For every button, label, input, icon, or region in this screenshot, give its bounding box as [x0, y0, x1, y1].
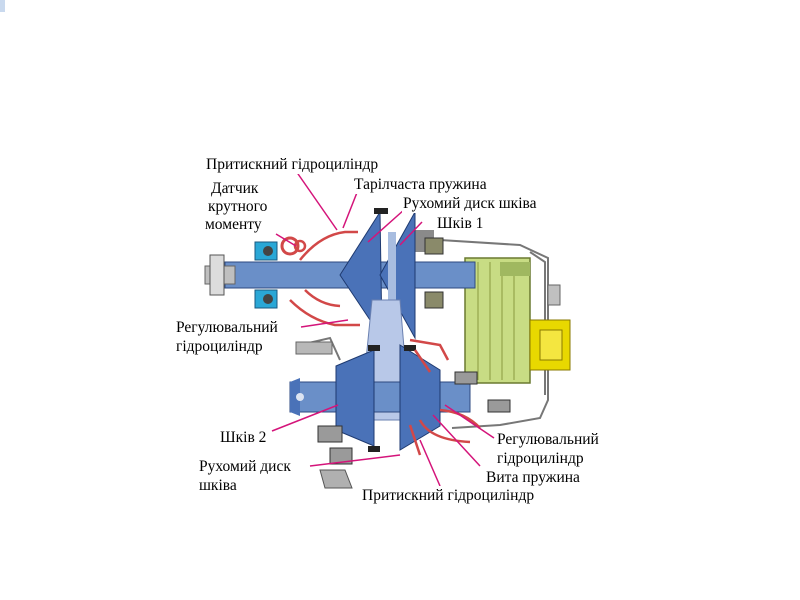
label-adj-cyl-right-line-1: Регулювальний — [497, 431, 599, 448]
label-pulley-2: Шків 2 — [219, 428, 268, 447]
hydraulic-lines — [289, 230, 481, 456]
leader-movable-disc-bottom — [309, 454, 401, 467]
label-disc-spring: Тарілчаста пружина — [353, 175, 488, 194]
leader-press-cyl-top — [295, 170, 338, 231]
leader-adj-cyl-right — [444, 404, 495, 439]
gearbox-block — [464, 257, 531, 384]
leader-movable-disc-top — [367, 208, 406, 243]
leader-torque-sensor — [275, 233, 297, 247]
label-torque-sensor-line-1: Датчик — [211, 180, 259, 197]
pulley-2 — [289, 344, 471, 452]
housing-bracket-left — [295, 341, 333, 355]
leader-press-cyl-bottom — [419, 439, 441, 487]
label-movable-disc-bottom: Рухомий диск шківа — [198, 457, 292, 495]
label-torque-sensor-line-3: моменту — [205, 216, 262, 233]
label-torque-sensor: Датчик крутного моменту — [204, 180, 269, 234]
label-press-cyl-bottom: Притискний гідроциліндр — [361, 486, 536, 505]
leader-pulley-2 — [271, 404, 339, 432]
housing-lower-flange — [319, 469, 353, 489]
label-adj-cyl-left-line-1: Регулювальний — [176, 319, 278, 336]
label-adj-cyl-right-line-2: гідроциліндр — [497, 450, 584, 467]
label-movable-disc-bottom-line-1: Рухомий диск — [199, 458, 291, 475]
label-press-cyl-top: Притискний гідроциліндр — [205, 155, 380, 174]
leader-pulley-1 — [399, 221, 423, 246]
label-torque-sensor-line-2: крутного — [208, 198, 268, 215]
connector-yellow — [529, 284, 571, 371]
label-movable-disc-top: Рухомий диск шківа — [402, 194, 538, 213]
leader-coil-spring — [432, 414, 481, 467]
label-pulley-1: Шків 1 — [436, 214, 485, 233]
label-adj-cyl-left: Регулювальний гідроциліндр — [175, 318, 279, 356]
leader-lines — [271, 170, 495, 487]
corner-mark — [0, 0, 5, 12]
label-adj-cyl-right: Регулювальний гідроциліндр — [496, 430, 600, 468]
torque-sensor-bearings — [254, 236, 307, 309]
bearing-blocks — [317, 237, 511, 465]
label-adj-cyl-left-line-2: гідроциліндр — [176, 338, 263, 355]
label-movable-disc-bottom-line-2: шківа — [199, 477, 237, 494]
leader-disc-spring — [342, 189, 359, 229]
leader-adj-cyl-left — [300, 319, 349, 328]
label-coil-spring: Вита пружина — [485, 468, 581, 487]
